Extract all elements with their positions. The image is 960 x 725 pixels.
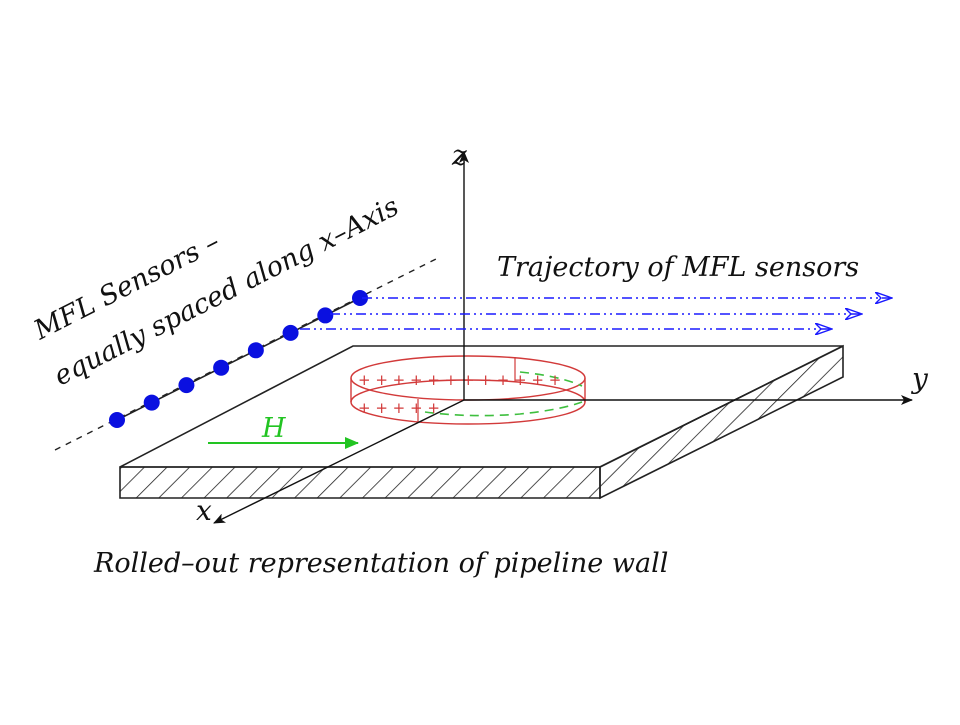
sensor-dot bbox=[247, 342, 264, 359]
x-axis bbox=[213, 399, 465, 524]
coordinate-axes: z y x bbox=[196, 139, 929, 527]
y-axis-label: y bbox=[910, 362, 929, 395]
sensor-trajectories bbox=[300, 298, 892, 329]
z-axis-label: z bbox=[451, 139, 467, 172]
x-axis-label: x bbox=[196, 494, 212, 527]
trajectory-label: Trajectory of MFL sensors bbox=[497, 252, 859, 283]
sensor-dot bbox=[143, 394, 160, 411]
defect-ring: + + + + + + + + + + + + + + + + + bbox=[350, 355, 586, 425]
defect-plus-marks: + + + + + + + + + + + + bbox=[358, 371, 561, 389]
defect-plus-marks-lower: + + + + + bbox=[358, 399, 440, 417]
sensor-dot bbox=[352, 290, 368, 306]
sensor-dot bbox=[178, 377, 195, 394]
field-label: H bbox=[261, 413, 286, 444]
sensor-dot bbox=[317, 307, 334, 324]
pipeline-wall-plate bbox=[119, 344, 844, 500]
sensor-dot bbox=[282, 324, 299, 341]
magnetic-field: H bbox=[208, 413, 359, 449]
pipeline-label: Rolled–out representation of pipeline wa… bbox=[93, 548, 668, 579]
sensor-array bbox=[54, 257, 439, 451]
sensor-dot bbox=[109, 412, 125, 428]
sensor-dot bbox=[213, 359, 230, 376]
